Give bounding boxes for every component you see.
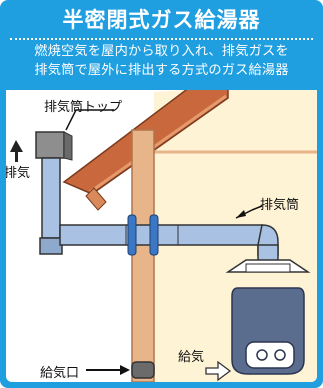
heater-burner-window (245, 341, 295, 369)
label-air-supply: 給気 (178, 350, 205, 365)
air-supply-arrow-icon (205, 360, 232, 382)
vent-pipe-leader-1 (251, 205, 263, 211)
vent-pipe-vertical-outside (41, 157, 61, 239)
air-inlet-grille (131, 361, 155, 379)
label-vent-top: 排気筒トップ (44, 100, 123, 115)
illustration-panel: 排気筒トップ 排気 排気筒 給気 給気口 (6, 90, 317, 382)
vent-pipe-horizontal (59, 224, 263, 246)
illustration-svg (10, 90, 317, 382)
title-divider (10, 38, 313, 40)
burner-hole-right (274, 349, 286, 361)
subtitle-line-1: 燃焼空気を屋内から取り入れ、排気ガスを (34, 44, 289, 59)
diagram-subtitle: 燃焼空気を屋内から取り入れ、排気ガスを 排気筒で屋外に排出する方式のガス給湯器 (0, 40, 323, 92)
wall-collar-left (127, 214, 137, 256)
burner-hole-left (256, 349, 268, 361)
wall-collar-right (149, 214, 159, 256)
vent-pipe-leader-arrowhead (236, 210, 246, 218)
vent-top-leader (65, 109, 114, 131)
diagram-title: 半密閉式ガス給湯器 (62, 8, 261, 32)
vent-top-side (63, 131, 73, 161)
exhaust-arrow-icon (10, 140, 23, 162)
label-exhaust: 排気 (6, 166, 31, 181)
draft-hood-neck (245, 263, 291, 273)
subtitle-line-2: 排気筒で屋外に排出する方式のガス給湯器 (34, 63, 289, 78)
label-air-inlet: 給気口 (40, 366, 80, 381)
outer-wall-beam (131, 129, 155, 382)
vent-pipe-elbow (39, 237, 63, 255)
label-vent-pipe: 排気筒 (260, 198, 300, 213)
vent-top (35, 131, 65, 159)
roof-eave (85, 187, 107, 211)
roof-edge (89, 94, 227, 194)
air-inlet-arrow-icon (120, 365, 130, 375)
